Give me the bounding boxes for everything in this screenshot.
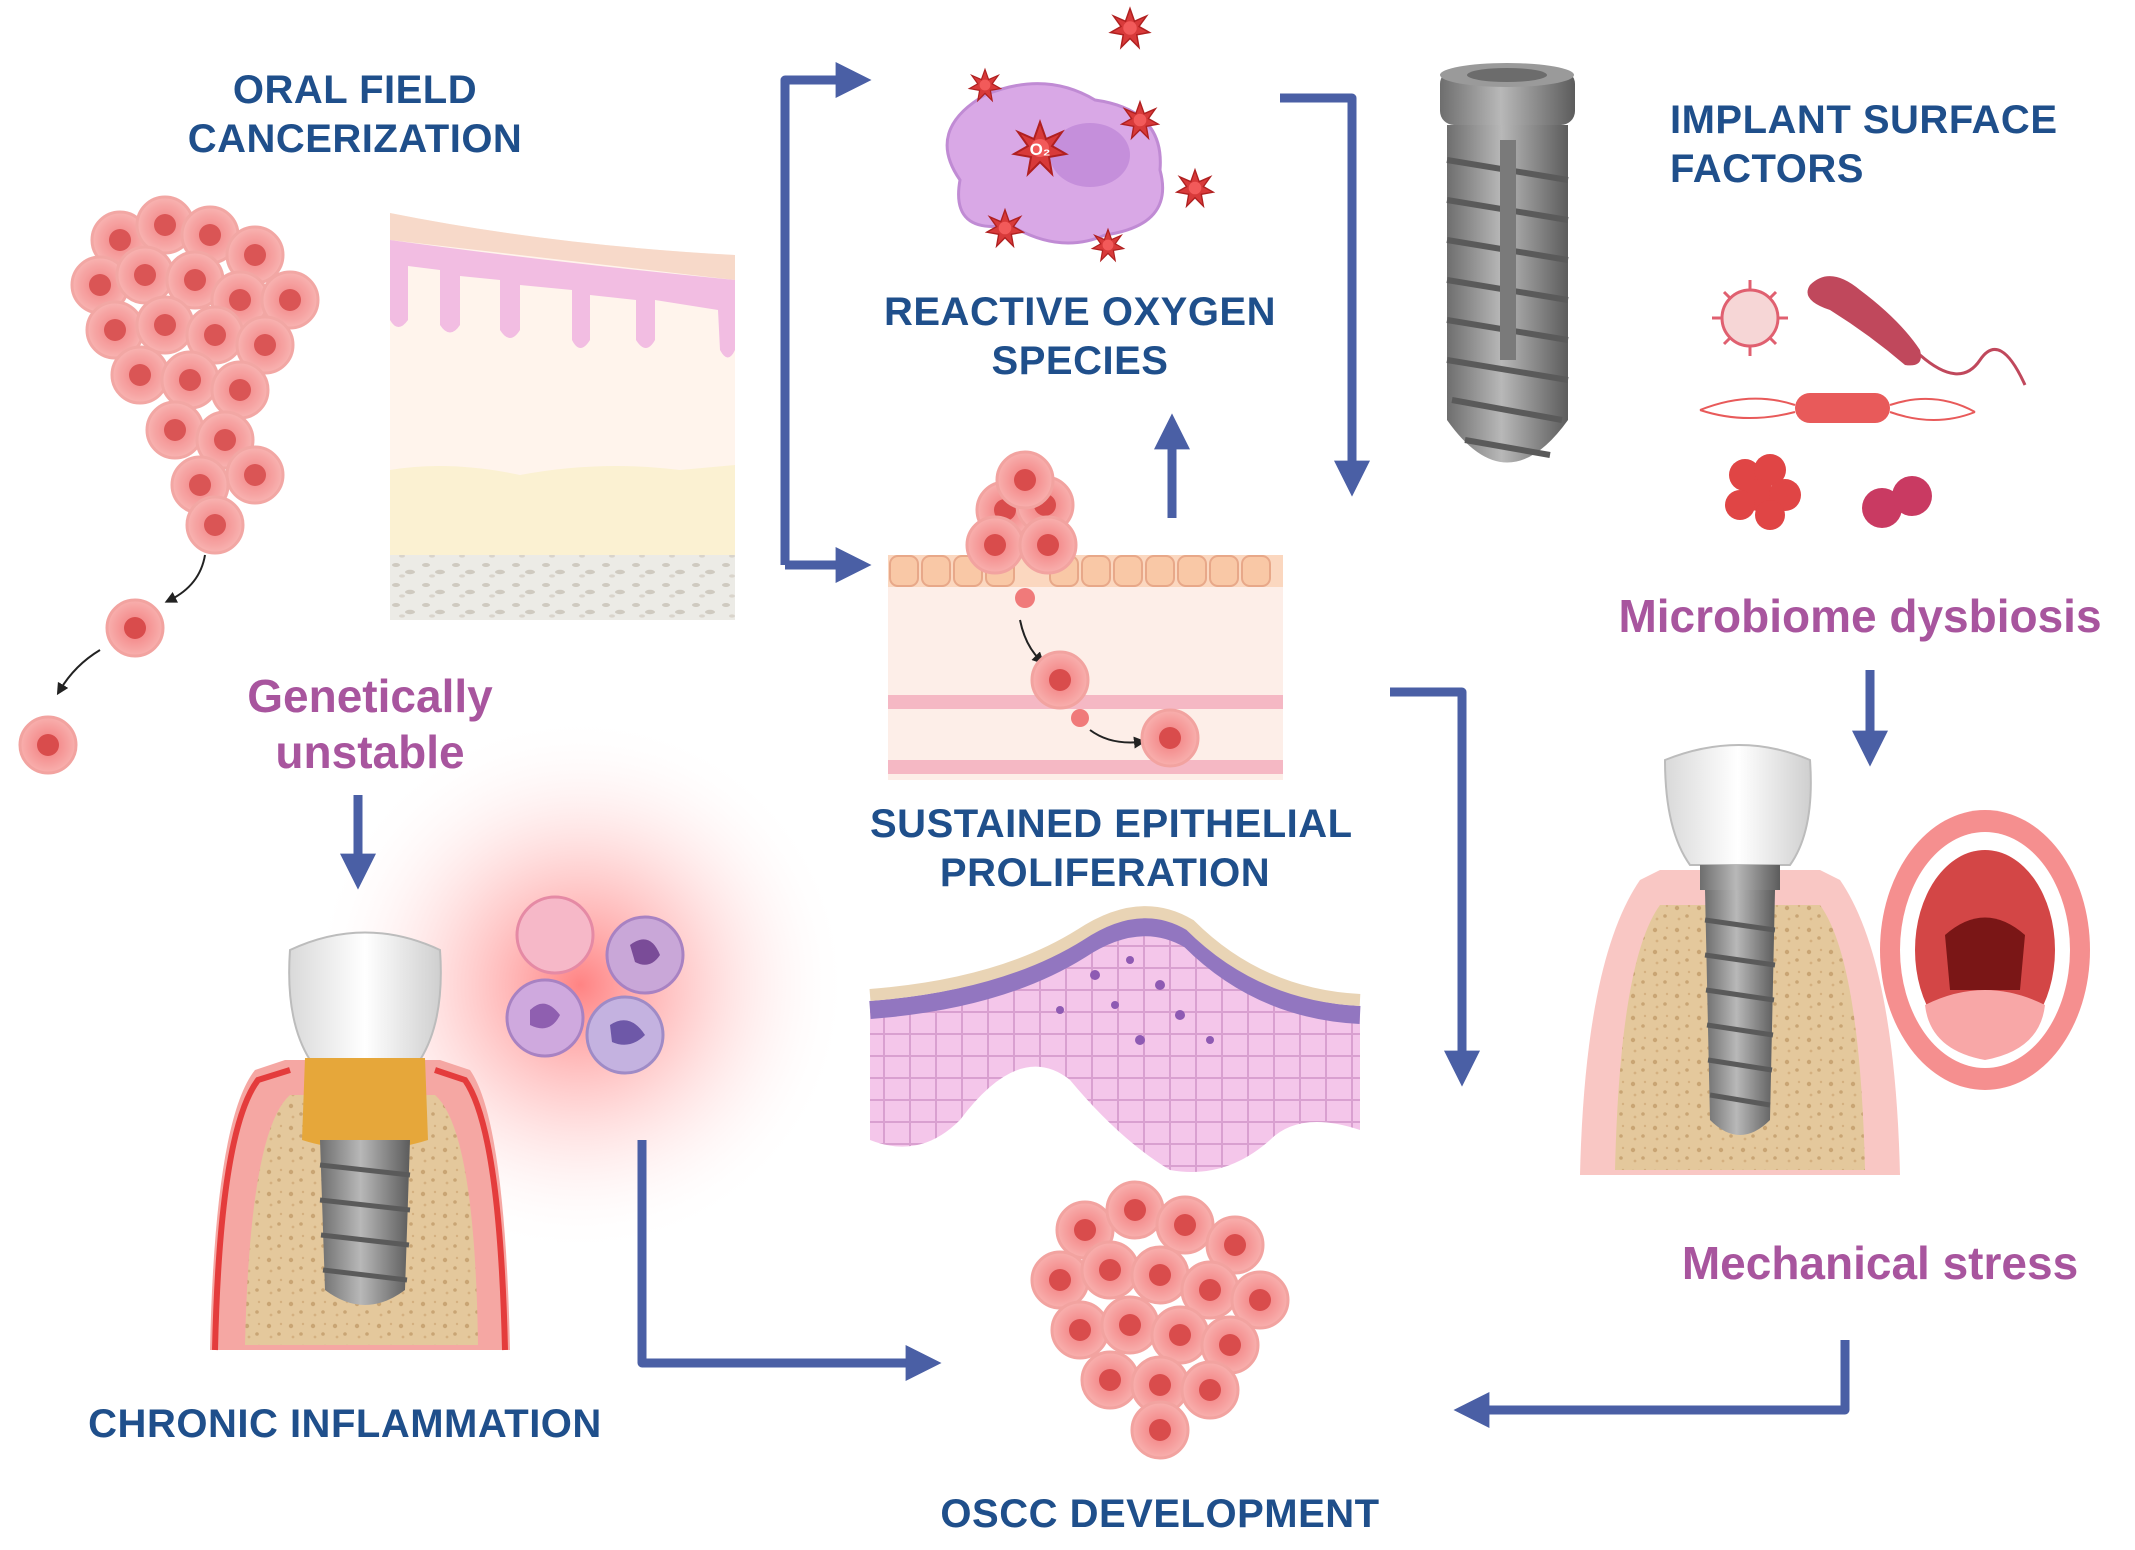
arrow-inflammation-to-oscc [637, 1140, 942, 1381]
ros-cell-icon: O₂ [945, 7, 1214, 262]
label-line: Genetically [247, 670, 493, 722]
implant-surface-factors-label: IMPLANT SURFACE FACTORS [1670, 96, 2090, 194]
genetically-unstable-label: Genetically unstable [220, 668, 520, 780]
chronic-inflammation-label: CHRONIC INFLAMMATION [88, 1402, 602, 1446]
bacteria-virus-icon [1699, 276, 2027, 530]
arrow-stress-to-oscc [1453, 1340, 1850, 1428]
immune-cells-icon [505, 895, 685, 1075]
label-line: CANCERIZATION [187, 116, 523, 161]
open-mouth-icon [1880, 810, 2090, 1090]
flow-arrows [340, 62, 1888, 1428]
arrow-to-ros [780, 62, 872, 565]
dysplastic-epithelium-icon [869, 906, 1361, 1172]
inflamed-implant-icon [210, 931, 510, 1351]
microbiome-dysbiosis-label: Microbiome dysbiosis [1618, 590, 2102, 642]
dental-implant-screw-icon [1440, 63, 1575, 463]
mechanical-stress-label: Mechanical stress [1681, 1237, 2079, 1289]
epithelial-tissue-layers-icon [390, 213, 735, 620]
implant-crown-icon [1580, 744, 1900, 1175]
label-line: SUSTAINED EPITHELIAL [870, 802, 1353, 846]
label-line: SPECIES [991, 338, 1169, 383]
label-line: ORAL FIELD [232, 68, 478, 112]
arrow-ros-to-implant [1280, 93, 1370, 497]
arrow-proliferation-to-stress [1390, 687, 1480, 1087]
sustained-epithelial-proliferation-label: SUSTAINED EPITHELIAL PROLIFERATION [870, 800, 1353, 898]
oscc-tumor-icon [1030, 1180, 1290, 1460]
ros-marker-label: O₂ [1030, 140, 1051, 159]
oscc-development-label: OSCC DEVELOPMENT [940, 1492, 1380, 1536]
reactive-oxygen-species-label: REACTIVE OXYGEN SPECIES [880, 288, 1280, 386]
epithelium-proliferation-icon [888, 450, 1283, 780]
label-line: PROLIFERATION [939, 850, 1271, 895]
label-line: REACTIVE OXYGEN [883, 290, 1276, 334]
label-line: unstable [275, 726, 465, 779]
tumor-cell-cluster-icon [18, 195, 320, 775]
label-line: FACTORS [1670, 146, 1864, 191]
label-line: IMPLANT SURFACE [1670, 98, 2058, 142]
oral-field-cancerization-label: ORAL FIELD CANCERIZATION [170, 66, 540, 164]
